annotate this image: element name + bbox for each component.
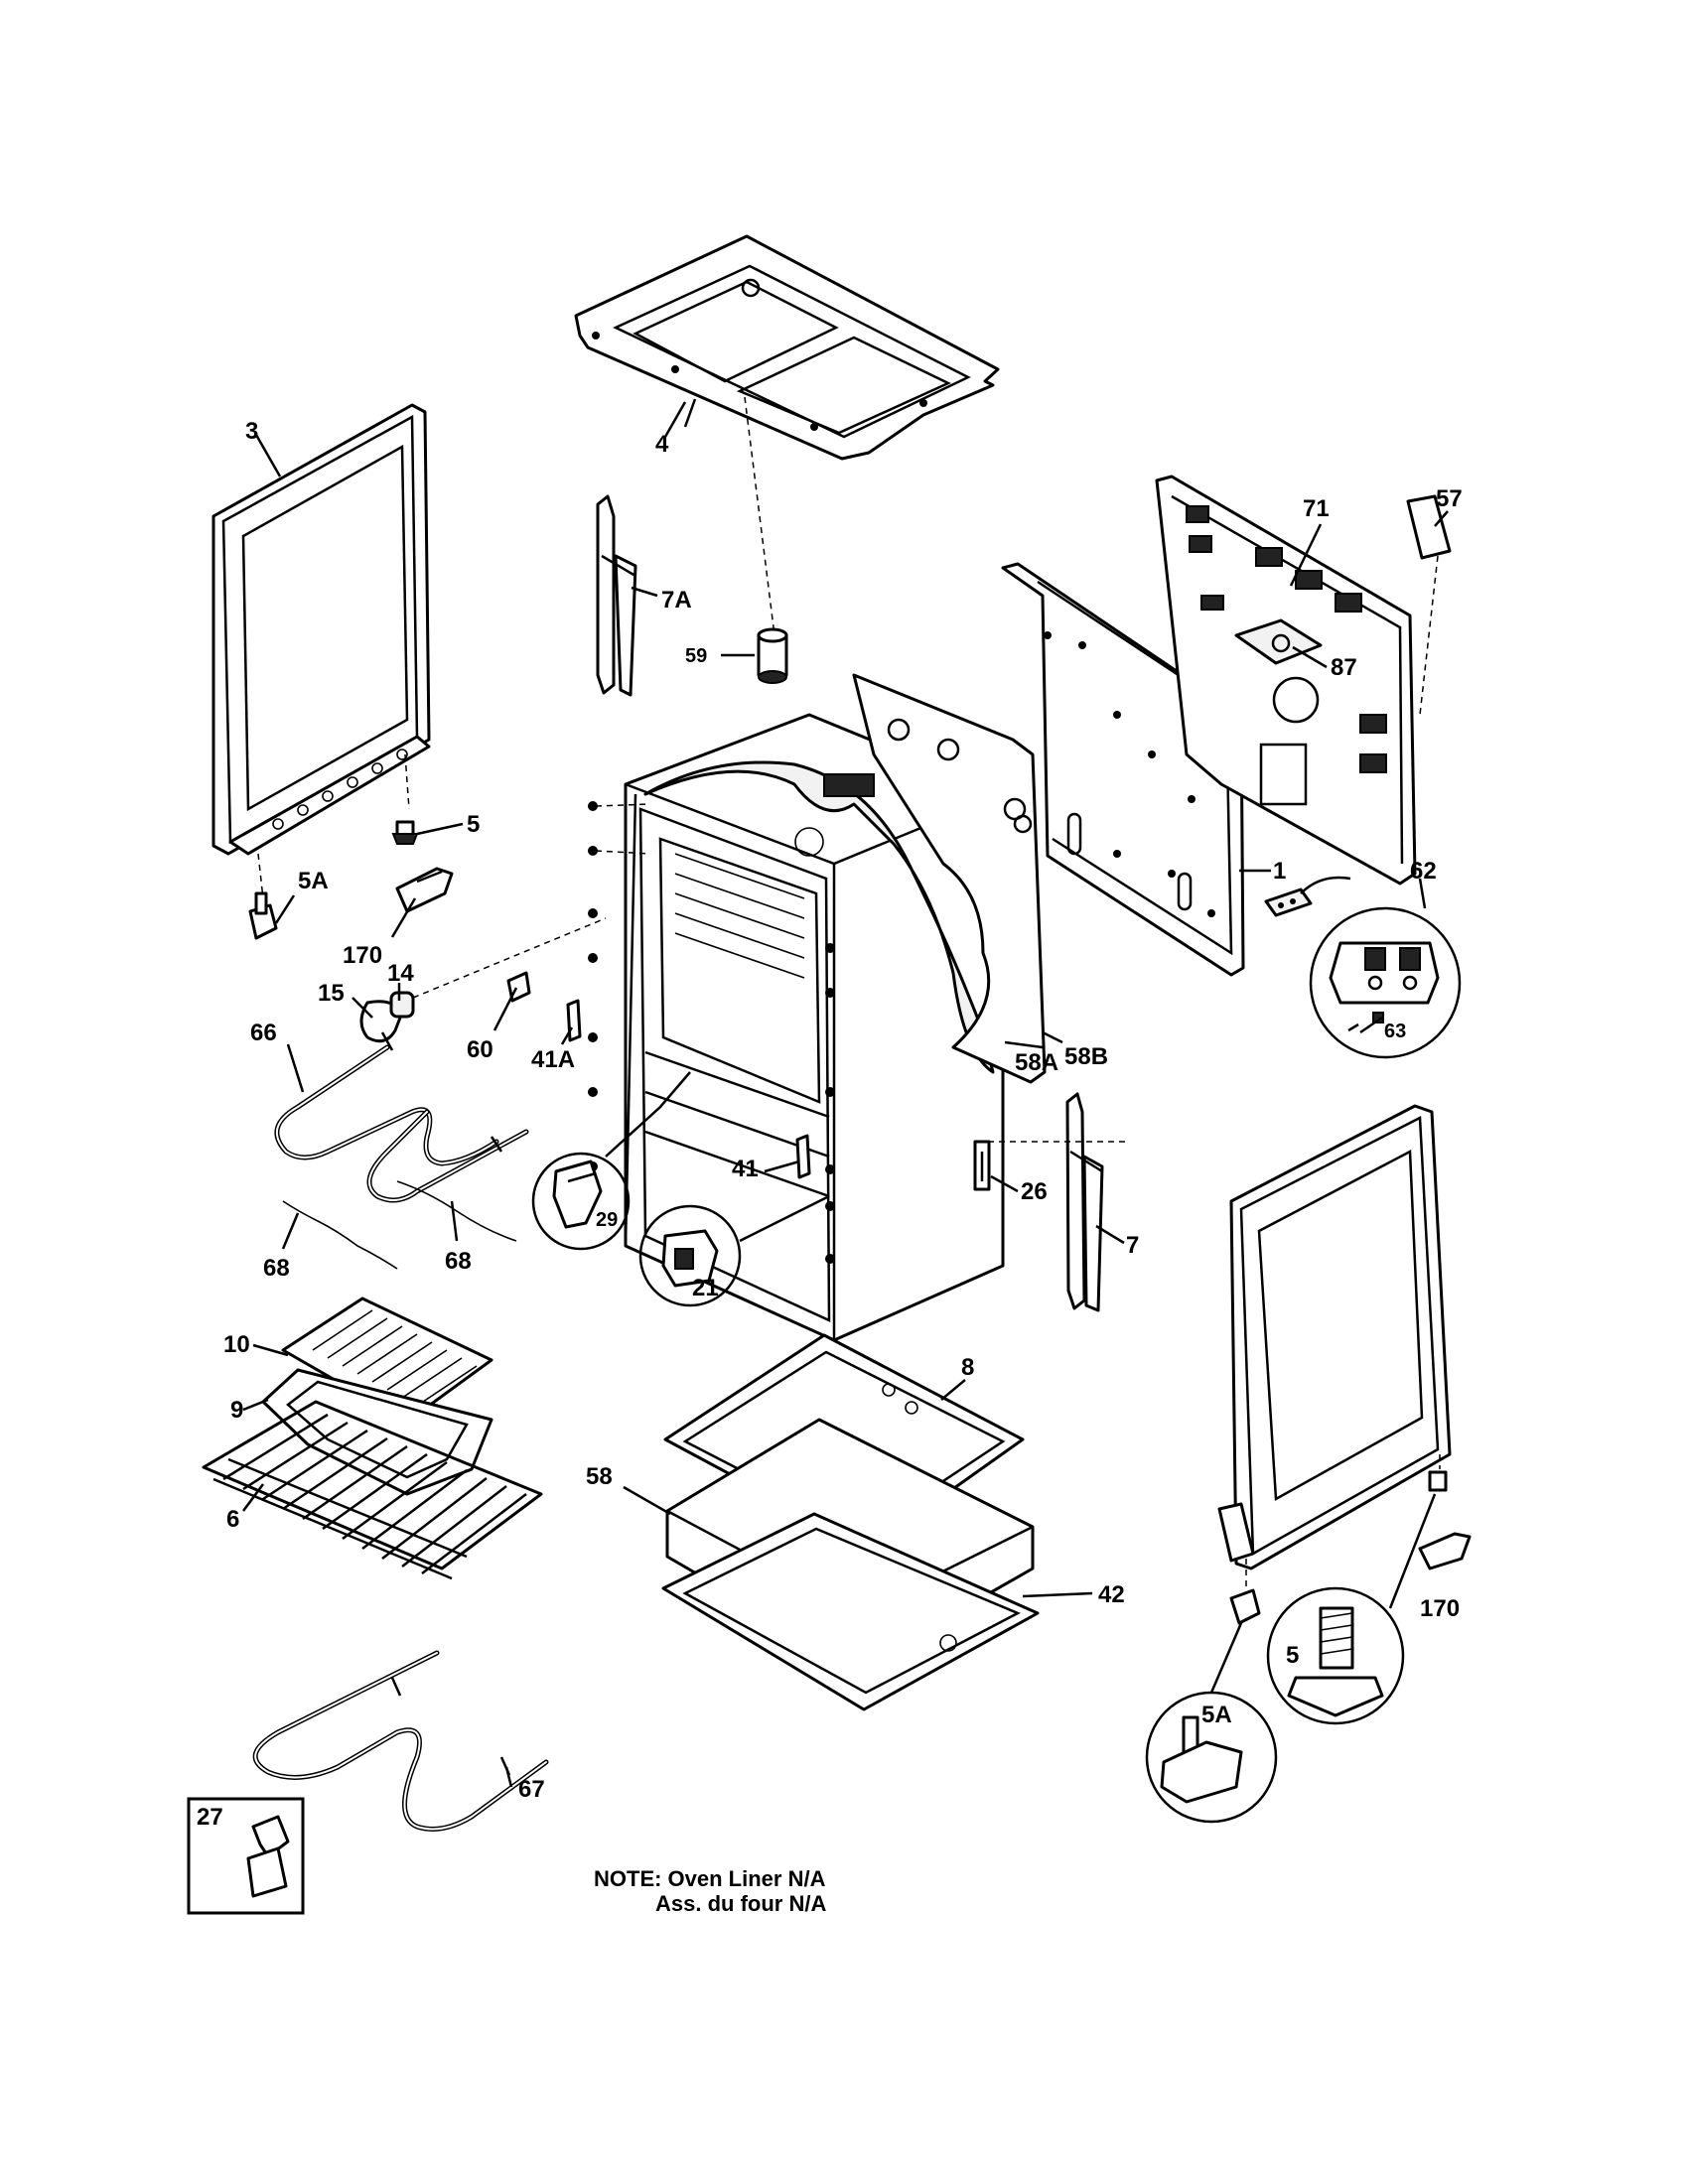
bracket-170-left — [395, 867, 454, 913]
label-68-right: 68 — [445, 1248, 472, 1275]
label-21: 21 — [692, 1275, 719, 1301]
label-5a-bottom: 5A — [1201, 1702, 1232, 1728]
leg-5-top — [391, 820, 419, 845]
clip-detail-29 — [531, 1071, 691, 1251]
label-87: 87 — [1331, 654, 1357, 681]
bake-element — [252, 1650, 549, 1832]
oven-rack — [202, 1400, 543, 1580]
leveling-leg-detail — [1266, 1493, 1437, 1725]
switch-stem — [757, 627, 788, 684]
clip-41 — [795, 1134, 811, 1179]
thermal-line-68-left — [282, 1200, 398, 1270]
terminal-block-detail — [1309, 906, 1462, 1059]
bulb-socket — [389, 917, 607, 1019]
label-41a: 41A — [531, 1046, 575, 1073]
leg-5-right — [1428, 1470, 1448, 1492]
label-4: 4 — [655, 431, 669, 458]
broil-element — [274, 1031, 529, 1203]
label-62: 62 — [1410, 858, 1437, 885]
label-29: 29 — [596, 1209, 618, 1231]
bracket-170-right — [1418, 1532, 1472, 1570]
hinge-7 — [1065, 1092, 1104, 1312]
part-labels: 3 4 7A 59 57 71 87 5 5A 170 15 14 60 41A… — [197, 418, 1463, 1831]
side-panel-left — [211, 403, 431, 856]
clip-26 — [973, 1140, 991, 1191]
label-27: 27 — [197, 1804, 223, 1831]
label-7a: 7A — [661, 587, 692, 614]
rating-plate — [1406, 494, 1452, 560]
leveler-5a-left — [248, 891, 278, 940]
top-panel — [574, 234, 1000, 461]
label-3: 3 — [245, 418, 258, 445]
leveler-5a-right — [1229, 1588, 1261, 1625]
label-42: 42 — [1098, 1581, 1125, 1608]
note: NOTE: Oven Liner N/A Ass. du four N/A — [594, 1866, 826, 1916]
side-panel-right — [1217, 1104, 1452, 1570]
label-71: 71 — [1303, 495, 1330, 522]
leveler-5a-detail — [1145, 1622, 1278, 1824]
label-58a: 58A — [1015, 1049, 1058, 1076]
label-26: 26 — [1021, 1178, 1048, 1205]
label-58b: 58B — [1064, 1043, 1108, 1070]
leader-4 — [744, 396, 775, 636]
terminal-block — [1264, 887, 1313, 917]
label-63: 63 — [1384, 1021, 1406, 1042]
label-170-left: 170 — [343, 942, 382, 969]
label-41: 41 — [732, 1156, 759, 1182]
back-panel — [1001, 562, 1245, 977]
label-10: 10 — [223, 1331, 250, 1358]
rear-insulation — [852, 673, 1047, 1084]
label-58: 58 — [586, 1463, 613, 1490]
label-68-left: 68 — [263, 1255, 290, 1282]
vent-slots — [1186, 505, 1387, 773]
hinge-7a — [596, 494, 637, 697]
label-9: 9 — [230, 1397, 243, 1424]
label-59: 59 — [685, 645, 707, 667]
back-cover — [1155, 475, 1417, 886]
clip-41a — [566, 999, 582, 1042]
note-line-1: NOTE: Oven Liner N/A — [594, 1866, 826, 1891]
note-line-2: Ass. du four N/A — [655, 1891, 826, 1916]
label-6: 6 — [226, 1506, 239, 1533]
label-170-right: 170 — [1420, 1595, 1460, 1622]
label-5-top: 5 — [467, 811, 480, 838]
leader-lines — [241, 401, 1449, 1788]
label-60: 60 — [467, 1036, 493, 1063]
broiler-pan — [261, 1368, 493, 1496]
label-67: 67 — [518, 1776, 545, 1803]
label-7: 7 — [1126, 1232, 1139, 1259]
clip-detail-21 — [638, 1194, 830, 1307]
label-8: 8 — [961, 1354, 974, 1381]
label-5-bottom: 5 — [1286, 1642, 1299, 1669]
thermal-line-68-right — [396, 1180, 517, 1242]
oven-cabinet — [624, 713, 1005, 1342]
label-14: 14 — [387, 960, 414, 987]
label-66: 66 — [250, 1020, 277, 1046]
label-15: 15 — [318, 980, 345, 1007]
label-5a-left: 5A — [298, 868, 329, 894]
screw-column-right — [825, 943, 835, 1264]
label-57: 57 — [1436, 485, 1463, 512]
label-1: 1 — [1273, 858, 1286, 885]
bottom-panel — [661, 1512, 1040, 1711]
clip-detail-27 — [187, 1797, 305, 1915]
